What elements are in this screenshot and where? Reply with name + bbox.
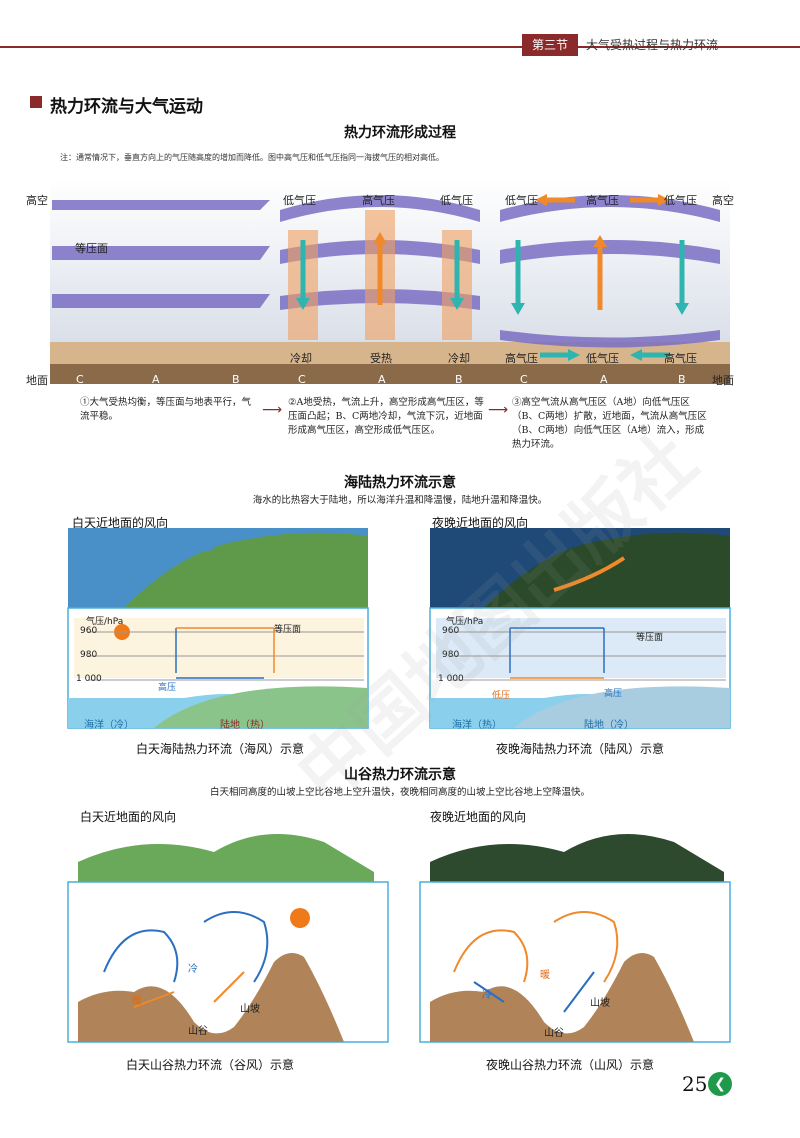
ground-letter: B: [678, 373, 686, 386]
label-high-left: 高空: [26, 194, 48, 207]
label-ground-right: 地面: [712, 374, 734, 387]
fig2-day-caption: 白天海陆热力环流（海风）示意: [135, 742, 304, 756]
fig3-night-caption: 夜晚山谷热力环流（山风）示意: [485, 1058, 654, 1072]
p3-bottom-3: 高气压: [664, 352, 697, 365]
night-land: 陆地（冷）: [584, 720, 634, 731]
isobar-label: 等压面: [75, 242, 108, 255]
night-high: 高压: [604, 689, 623, 699]
fig1-diagram: [50, 180, 730, 384]
valley-day-panel-title: 白天近地面的风向: [80, 810, 177, 824]
valley-night-panel-title: 夜晚近地面的风向: [430, 810, 527, 824]
step-3: ③高空气流从高气压区（A地）向低气压区（B、C两地）扩散，近地面，气流从高气压区…: [512, 397, 707, 450]
section-badge: 第三节: [522, 34, 578, 56]
header-rule: [0, 46, 800, 48]
p3-top-2: 高气压: [586, 194, 619, 207]
back-arrow-icon[interactable]: ❮: [708, 1072, 732, 1096]
ground-letter: C: [298, 373, 306, 386]
step-arrow-icon: ⟶: [488, 402, 509, 418]
p2-bottom-3: 冷却: [448, 352, 470, 365]
day-axis-label: 气压/hPa: [86, 617, 124, 627]
night-tick: 980: [442, 650, 460, 660]
section-marker: [30, 96, 42, 108]
p2-top-1: 低气压: [283, 194, 316, 207]
night-isobar-label: 等压面: [636, 633, 664, 643]
fig3-diagram: [67, 834, 731, 1043]
night-panel-title: 夜晚近地面的风向: [432, 516, 529, 530]
p2-top-2: 高气压: [362, 194, 395, 207]
fig2-title: 海陆热力环流示意: [344, 475, 456, 491]
day-land: 陆地（热）: [220, 720, 270, 731]
p2-top-3: 低气压: [440, 194, 473, 207]
day-high: 高压: [158, 683, 177, 693]
p3-bottom-1: 高气压: [505, 352, 538, 365]
chapter-title: 大气受热过程与热力环流: [586, 38, 719, 52]
night-low: 低压: [492, 691, 511, 701]
p3-bottom-2: 低气压: [586, 352, 619, 365]
day-panel-title: 白天近地面的风向: [72, 516, 169, 530]
ground-letter: A: [152, 373, 160, 386]
label-ground-left: 地面: [26, 374, 48, 387]
night-axis-label: 气压/hPa: [446, 617, 484, 627]
night-cold: 冷: [482, 990, 492, 1001]
ground-letter: A: [378, 373, 386, 386]
day-tick: 980: [80, 650, 98, 660]
fig2-night-caption: 夜晚海陆热力环流（陆风）示意: [495, 742, 664, 756]
ground-letter: B: [232, 373, 240, 386]
p2-bottom-1: 冷却: [290, 352, 312, 365]
ground-letter: A: [600, 373, 608, 386]
fig2-diagram: [67, 528, 731, 729]
day-cold: 冷: [188, 964, 198, 975]
section-title: 热力环流与大气运动: [50, 97, 203, 117]
day-isobar-label: 等压面: [274, 625, 302, 635]
label-high-right: 高空: [712, 194, 734, 207]
day-tick: 960: [80, 626, 98, 636]
day-slope: 山坡: [240, 1004, 260, 1015]
ground-letter: B: [455, 373, 463, 386]
p3-top-1: 低气压: [505, 194, 538, 207]
p3-top-3: 低气压: [664, 194, 697, 207]
fig3-subtitle: 白天相同高度的山坡上空比谷地上空升温快，夜晚相同高度的山坡上空比谷地上空降温快。: [209, 787, 590, 798]
step-1: ①大气受热均衡，等压面与地表平行，气流平稳。: [80, 397, 252, 422]
ground-letter: C: [76, 373, 84, 386]
night-warm: 暖: [540, 970, 550, 981]
night-tick: 960: [442, 626, 460, 636]
night-slope: 山坡: [590, 998, 610, 1009]
night-tick: 1 000: [438, 674, 464, 684]
day-warm: 暖: [132, 996, 142, 1007]
day-tick: 1 000: [76, 674, 102, 684]
page-number: 25: [682, 1072, 708, 1096]
night-sea: 海洋（热）: [452, 720, 502, 731]
fig1-note: 注：通常情况下，垂直方向上的气压随高度的增加而降低。图中高气压和低气压指同一海拔…: [60, 153, 444, 162]
fig2-subtitle: 海水的比热容大于陆地，所以海洋升温和降温慢，陆地升温和降温快。: [252, 495, 548, 506]
day-sea: 海洋（冷）: [84, 720, 134, 731]
ground-letter: C: [520, 373, 528, 386]
p2-bottom-2: 受热: [370, 352, 392, 365]
fig1-title: 热力环流形成过程: [344, 125, 456, 141]
step-arrow-icon: ⟶: [262, 402, 283, 418]
fig3-day-caption: 白天山谷热力环流（谷风）示意: [125, 1058, 294, 1072]
step-2: ②A地受热，气流上升，高空形成高气压区，等压面凸起；B、C两地冷却，气流下沉，近…: [288, 397, 484, 436]
night-valley: 山谷: [544, 1028, 564, 1039]
day-valley: 山谷: [188, 1026, 208, 1037]
fig3-title: 山谷热力环流示意: [344, 767, 456, 783]
